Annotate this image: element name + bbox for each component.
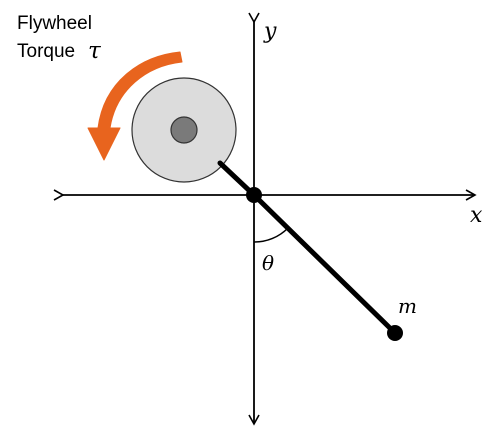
y-axis-label: y [263,19,277,44]
flywheel-label-line1: Flywheel [17,13,92,34]
pendulum-rod [251,192,398,336]
angle-arc [253,227,289,243]
flywheel-hub [170,116,198,144]
torque-symbol: τ [88,38,102,64]
flywheel-label-line2: Torque [17,41,75,62]
theta-label: θ [262,251,274,275]
pivot-point [246,187,262,203]
mass-bob [387,325,403,341]
torque-arrow-icon [87,51,183,161]
mass-label: m [398,294,417,318]
x-axis-label: x [470,203,483,228]
